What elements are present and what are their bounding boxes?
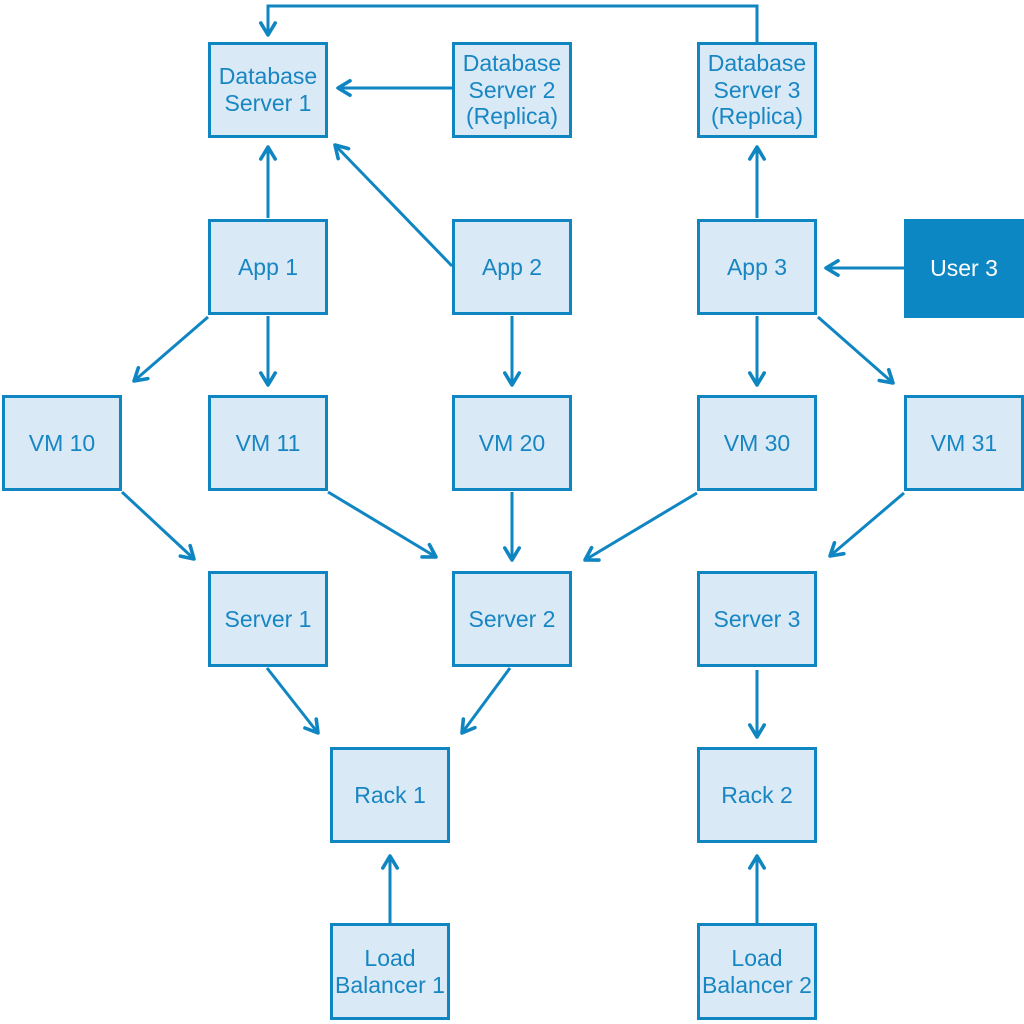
node-vm-10: VM 10 [2, 395, 122, 491]
node-rack-1: Rack 1 [330, 747, 450, 843]
node-database-server-1: Database Server 1 [208, 42, 328, 138]
node-server-2: Server 2 [452, 571, 572, 667]
edge-vm30-to-server2 [583, 491, 698, 562]
node-app-2: App 2 [452, 219, 572, 315]
node-database-server-3-replica: Database Server 3 (Replica) [697, 42, 817, 138]
edge-server1-to-rack1 [265, 667, 320, 735]
node-database-server-2-replica: Database Server 2 (Replica) [452, 42, 572, 138]
node-app-3: App 3 [697, 219, 817, 315]
node-server-1: Server 1 [208, 571, 328, 667]
edge-app1-to-vm10 [132, 315, 209, 383]
edge-app2-to-db1 [333, 143, 454, 268]
edge-db3-to-db1 [259, 4, 759, 42]
node-user-3: User 3 [904, 219, 1024, 318]
edge-app3-to-vm31 [817, 315, 895, 385]
edge-vm10-to-server1 [120, 490, 196, 561]
edge-server2-to-rack1 [460, 667, 512, 735]
node-app-1: App 1 [208, 219, 328, 315]
node-load-balancer-1: Load Balancer 1 [330, 923, 450, 1020]
node-vm-20: VM 20 [452, 395, 572, 491]
node-vm-30: VM 30 [697, 395, 817, 491]
node-rack-2: Rack 2 [697, 747, 817, 843]
node-server-3: Server 3 [697, 571, 817, 667]
node-load-balancer-2: Load Balancer 2 [697, 923, 817, 1020]
edge-vm31-to-server3 [828, 491, 905, 558]
node-vm-31: VM 31 [904, 395, 1024, 491]
node-vm-11: VM 11 [208, 395, 328, 491]
edge-vm11-to-server2 [327, 490, 438, 559]
